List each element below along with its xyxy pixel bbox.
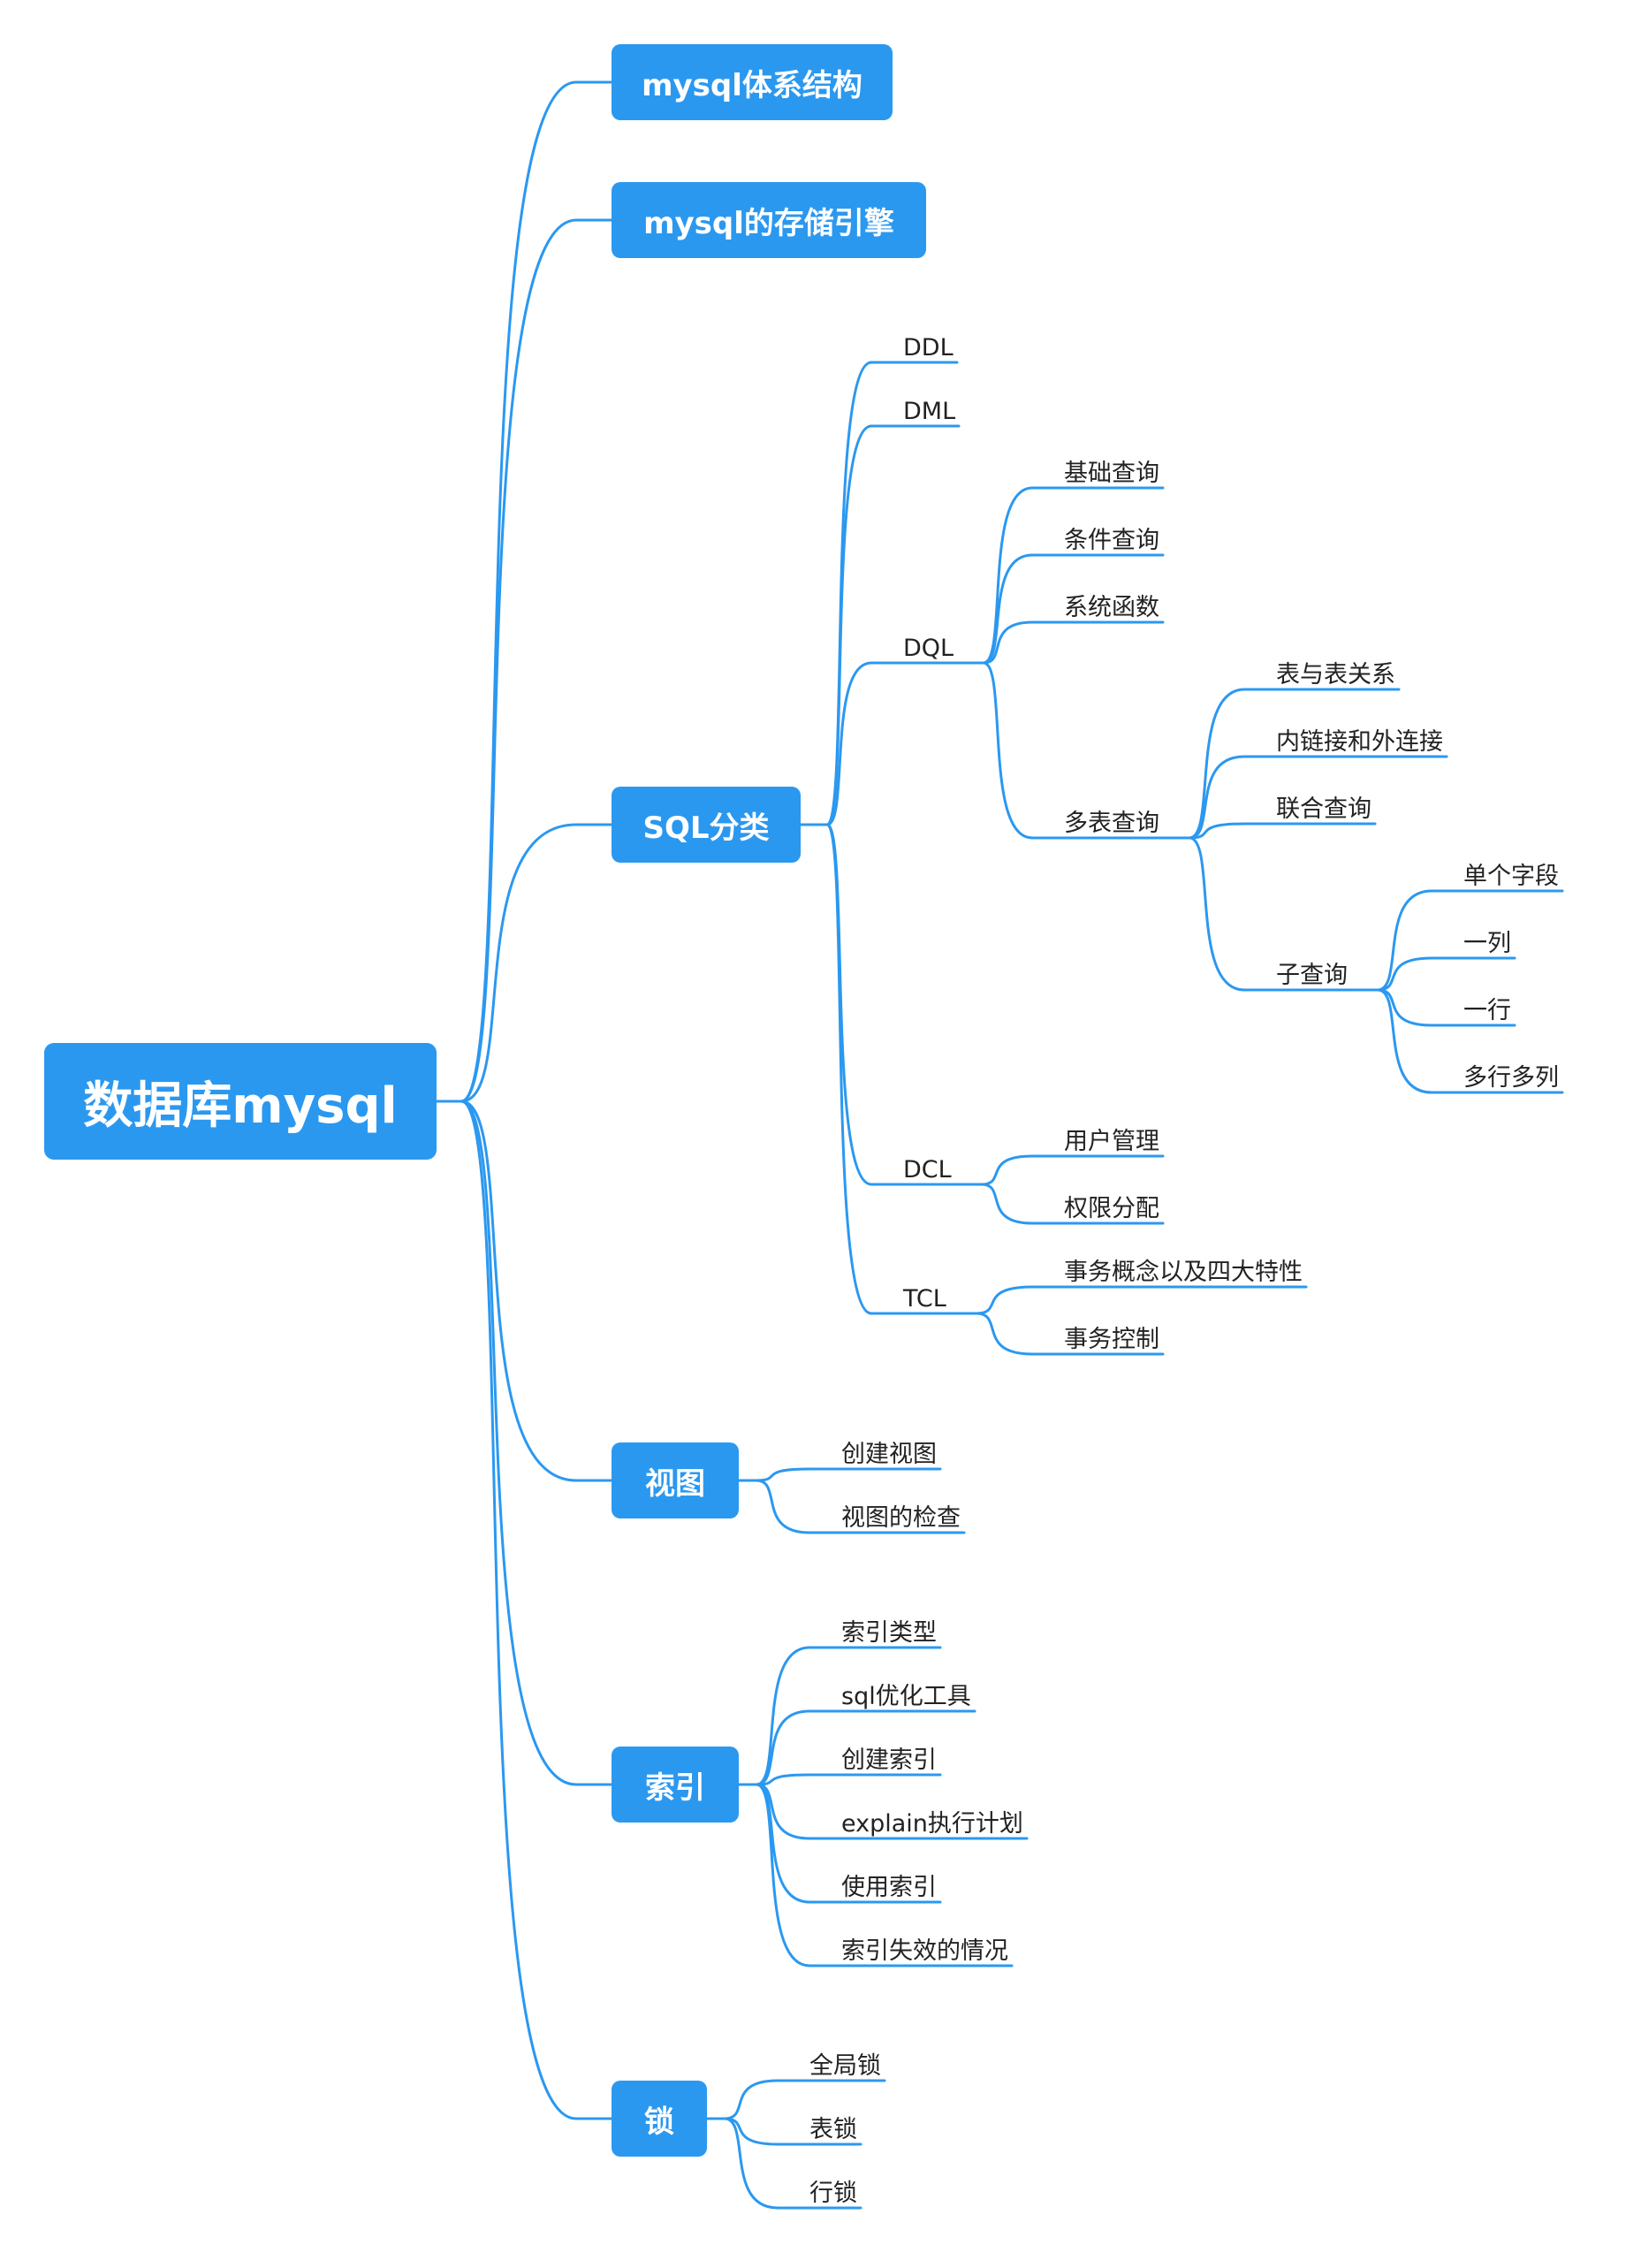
connector-branch	[460, 823, 578, 1103]
root-node[interactable]: 数据库mysql	[44, 1043, 437, 1160]
node-transaction-concepts[interactable]: 事务概念以及四大特性	[1064, 1259, 1303, 1286]
node-explain-plan[interactable]: explain执行计划	[841, 1810, 1023, 1838]
node-use-index[interactable]: 使用索引	[841, 1874, 937, 1901]
connector-branch	[755, 1783, 811, 1967]
node-inner-outer-join[interactable]: 内链接和外连接	[1276, 728, 1443, 756]
node-multi-row-multi-column[interactable]: 多行多列	[1463, 1064, 1559, 1092]
node-create-view[interactable]: 创建视图	[841, 1441, 937, 1468]
node-indexes[interactable]: 索引	[612, 1747, 739, 1823]
node-index-invalidation[interactable]: 索引失效的情况	[841, 1937, 1008, 1965]
node-subquery[interactable]: 子查询	[1276, 962, 1348, 989]
connector-branch	[825, 361, 873, 826]
connector-branch	[755, 1646, 811, 1786]
node-mysql-storage-engine[interactable]: mysql的存储引擎	[612, 182, 926, 258]
node-union-query[interactable]: 联合查询	[1276, 795, 1371, 823]
node-sql-categories[interactable]: SQL分类	[612, 787, 801, 863]
connector-branch	[825, 823, 873, 1186]
connector-branch	[982, 553, 1034, 665]
node-conditional-query[interactable]: 条件查询	[1064, 527, 1159, 554]
connector-branch	[1188, 822, 1246, 840]
node-dql[interactable]: DQL	[903, 635, 954, 662]
connector-branch	[825, 424, 873, 826]
node-mysql-architecture[interactable]: mysql体系结构	[612, 44, 893, 120]
connector-branch	[1376, 889, 1433, 992]
connector-branch	[980, 1183, 1034, 1225]
connector-branch	[1188, 755, 1246, 840]
connector-branch	[755, 1467, 811, 1482]
connector-branch	[460, 1100, 578, 1786]
node-basic-query[interactable]: 基础查询	[1064, 460, 1159, 487]
connector-branch	[755, 1709, 811, 1786]
connector-branch	[825, 823, 873, 1315]
connector-branch	[460, 1100, 578, 2120]
connector-branch	[1376, 956, 1433, 992]
connector-branch	[980, 1154, 1034, 1186]
node-row-lock[interactable]: 行锁	[809, 2180, 857, 2207]
connector-branch	[755, 1479, 811, 1534]
node-ddl[interactable]: DDL	[903, 334, 954, 362]
node-multi-table-query[interactable]: 多表查询	[1064, 810, 1159, 837]
node-table-lock[interactable]: 表锁	[809, 2116, 857, 2143]
node-single-field[interactable]: 单个字段	[1463, 863, 1559, 890]
connector-branch	[723, 2079, 779, 2120]
node-global-lock[interactable]: 全局锁	[809, 2052, 881, 2080]
node-tcl[interactable]: TCL	[903, 1285, 946, 1313]
node-one-row[interactable]: 一行	[1463, 997, 1511, 1024]
connector-branch	[1376, 988, 1433, 1027]
connector-branch	[723, 2117, 779, 2146]
connector-branch	[1376, 988, 1433, 1094]
connector-branch	[982, 486, 1034, 665]
node-transaction-control[interactable]: 事务控制	[1064, 1326, 1159, 1353]
connector-branch	[975, 1285, 1034, 1315]
node-sql-optimization-tools[interactable]: sql优化工具	[841, 1683, 971, 1710]
node-table-relationships[interactable]: 表与表关系	[1276, 661, 1395, 689]
node-views[interactable]: 视图	[612, 1442, 739, 1518]
node-view-check[interactable]: 视图的检查	[841, 1504, 961, 1532]
node-dml[interactable]: DML	[903, 398, 956, 425]
connector-branch	[982, 620, 1034, 665]
connector-branch	[975, 1312, 1034, 1356]
node-locks[interactable]: 锁	[612, 2081, 707, 2157]
node-one-column[interactable]: 一列	[1463, 930, 1511, 957]
connector-branch	[982, 661, 1034, 840]
node-dcl[interactable]: DCL	[903, 1156, 952, 1183]
node-system-functions[interactable]: 系统函数	[1064, 594, 1159, 621]
connector-branch	[755, 1773, 811, 1786]
node-index-types[interactable]: 索引类型	[841, 1619, 937, 1647]
node-user-management[interactable]: 用户管理	[1064, 1128, 1159, 1155]
connector-branch	[460, 218, 578, 1103]
connector-branch	[1188, 688, 1246, 840]
node-create-index[interactable]: 创建索引	[841, 1747, 937, 1774]
connector-branch	[460, 1100, 578, 1482]
connector-branch	[755, 1783, 811, 1904]
connector-branch	[1188, 836, 1246, 992]
connector-branch	[460, 80, 578, 1103]
connector-branch	[723, 2117, 779, 2210]
connector-branch	[825, 661, 873, 826]
node-permission-assignment[interactable]: 权限分配	[1064, 1195, 1159, 1222]
